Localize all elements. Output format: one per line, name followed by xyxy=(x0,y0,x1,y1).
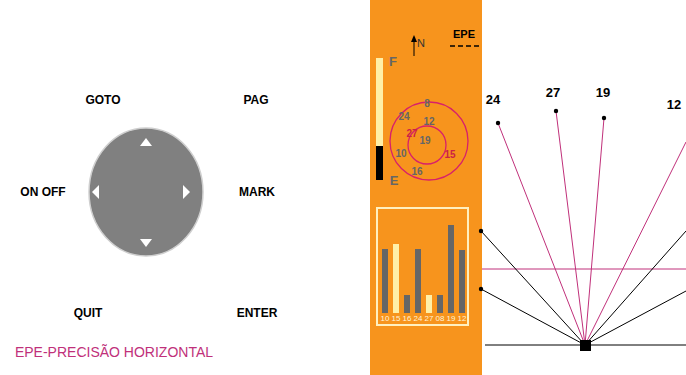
bar-label: 27 xyxy=(425,315,434,323)
button-label: MARK xyxy=(239,186,275,198)
satellite-number: 19 xyxy=(419,136,430,146)
caption: EPE-PRECISÃO HORIZONTAL xyxy=(15,345,213,359)
button-label: QUIT xyxy=(74,307,103,319)
satellite-line xyxy=(481,289,585,345)
signal-bar xyxy=(426,295,432,313)
signal-bar xyxy=(382,249,388,313)
mask-line xyxy=(482,269,686,270)
button-label: PAG xyxy=(243,94,268,106)
direction-pad xyxy=(89,128,203,256)
satellite-dot xyxy=(479,229,483,233)
satellite-dot xyxy=(479,287,483,291)
north-arrow-head xyxy=(411,35,417,42)
satellite-line xyxy=(585,142,686,345)
bar-label: 10 xyxy=(381,315,390,323)
satellite-number: 24 xyxy=(398,112,409,122)
north-label: N xyxy=(417,38,425,49)
satellite-id: 27 xyxy=(546,86,560,99)
satellite-number: 15 xyxy=(444,150,455,160)
satellite-line xyxy=(585,118,604,345)
button-label: ENTER xyxy=(237,307,278,319)
epe-label: EPE xyxy=(453,29,475,40)
up-arrow xyxy=(140,138,152,146)
satellite-line xyxy=(585,231,686,345)
battery-full xyxy=(376,58,383,146)
down-arrow xyxy=(140,239,152,247)
signal-bar xyxy=(404,295,410,313)
battery-label: F xyxy=(389,55,397,68)
right-arrow xyxy=(183,185,190,199)
satellite-id: 24 xyxy=(486,93,500,106)
satellite-number: 16 xyxy=(411,167,422,177)
satellite-number: 12 xyxy=(423,117,434,127)
screen-panel xyxy=(370,0,482,375)
satellite-line xyxy=(585,291,686,345)
bar-label: 24 xyxy=(414,315,423,323)
signal-chart-frame xyxy=(377,208,468,325)
outer-ring xyxy=(390,102,468,180)
battery-label: E xyxy=(390,174,399,187)
satellite-number: 27 xyxy=(406,129,417,139)
satellite-line xyxy=(498,123,585,345)
signal-bar xyxy=(459,250,465,313)
epe-dashes xyxy=(450,45,480,47)
satellite-id: 12 xyxy=(667,98,681,111)
bar-label: 15 xyxy=(392,315,401,323)
signal-bar xyxy=(415,249,421,313)
satellite-number: 8 xyxy=(424,99,430,109)
left-arrow xyxy=(92,185,99,199)
signal-bar xyxy=(393,244,399,313)
bar-label: 12 xyxy=(458,315,467,323)
battery-empty xyxy=(376,146,383,180)
satellite-number: 10 xyxy=(395,149,406,159)
satellite-line xyxy=(556,111,585,345)
bar-label: 08 xyxy=(436,315,445,323)
satellite-id: 19 xyxy=(596,86,610,99)
satellite-dot xyxy=(554,109,558,113)
bar-label: 19 xyxy=(447,315,456,323)
signal-bar xyxy=(448,225,454,313)
satellite-dot xyxy=(496,121,500,125)
receiver xyxy=(580,340,591,351)
bar-label: 16 xyxy=(403,315,412,323)
satellite-dot xyxy=(602,116,606,120)
satellite-line xyxy=(481,231,585,345)
button-label: ON OFF xyxy=(20,186,65,198)
button-label: GOTO xyxy=(85,94,120,106)
signal-bar xyxy=(437,295,443,313)
